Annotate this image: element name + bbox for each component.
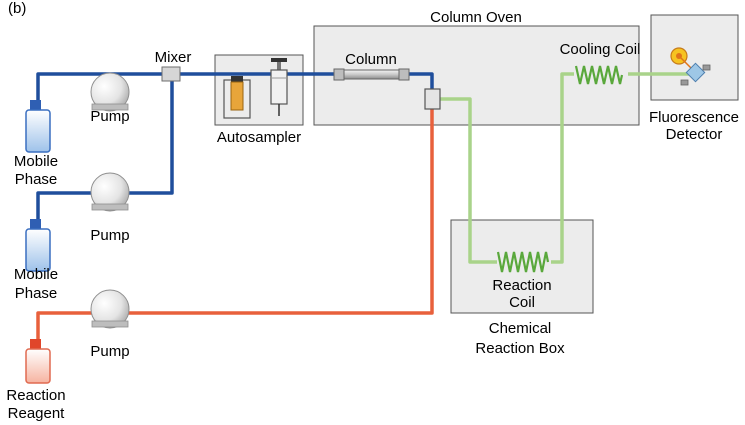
column-oven-label: Column Oven (430, 9, 522, 26)
mixer (161, 66, 181, 82)
fluorescence-detector-box: Fluorescence Detector (649, 14, 739, 143)
pump-3 (90, 289, 130, 329)
cooling-coil-label: Cooling Coil (560, 41, 641, 58)
mobile-phase-2-label-2: Phase (15, 285, 58, 302)
pump-2 (90, 172, 130, 212)
light-source-icon (670, 47, 695, 72)
autosampler-vial-icon (223, 76, 251, 119)
column-label: Column (345, 51, 397, 68)
reaction-reagent-label-2: Reagent (8, 405, 66, 422)
panel-label: (b) (8, 0, 26, 17)
mobile-phase-1-label-2: Phase (15, 171, 58, 188)
mixer-label: Mixer (155, 49, 192, 66)
mobile-phase-2-label-1: Mobile (14, 266, 58, 283)
reaction-reagent-label-1: Reaction (6, 387, 65, 404)
hplc-column (333, 68, 410, 81)
chemical-reaction-box: Chemical Reaction Box (450, 219, 594, 357)
mobile-phase-1-label-1: Mobile (14, 153, 58, 170)
tee-connector (424, 88, 441, 110)
mobile-phase-bottle-2 (25, 219, 51, 272)
flow-cell-icon (680, 62, 711, 86)
fluorescence-detector-label-1: Fluorescence (649, 109, 739, 126)
fluorescence-detector-label-2: Detector (666, 126, 723, 143)
post-column-tubing (440, 72, 690, 264)
mobile-phase-bottle-1 (25, 100, 51, 153)
reaction-reagent-bottle (25, 339, 51, 384)
autosampler-box: Autosampler (214, 54, 304, 146)
reaction-coil-label-1: Reaction (492, 277, 551, 294)
pump-2-label: Pump (90, 227, 129, 244)
pump-1-label: Pump (90, 108, 129, 125)
chemical-reaction-box-label-2: Reaction Box (475, 340, 565, 357)
pump-1 (90, 72, 130, 112)
pump-3-label: Pump (90, 343, 129, 360)
reaction-coil-icon (496, 251, 550, 273)
autosampler-syringe-icon (270, 58, 288, 116)
autosampler-label: Autosampler (217, 129, 301, 146)
reaction-coil-label-2: Coil (509, 294, 535, 311)
chemical-reaction-box-label-1: Chemical (489, 320, 552, 337)
cooling-coil-icon (574, 65, 624, 85)
